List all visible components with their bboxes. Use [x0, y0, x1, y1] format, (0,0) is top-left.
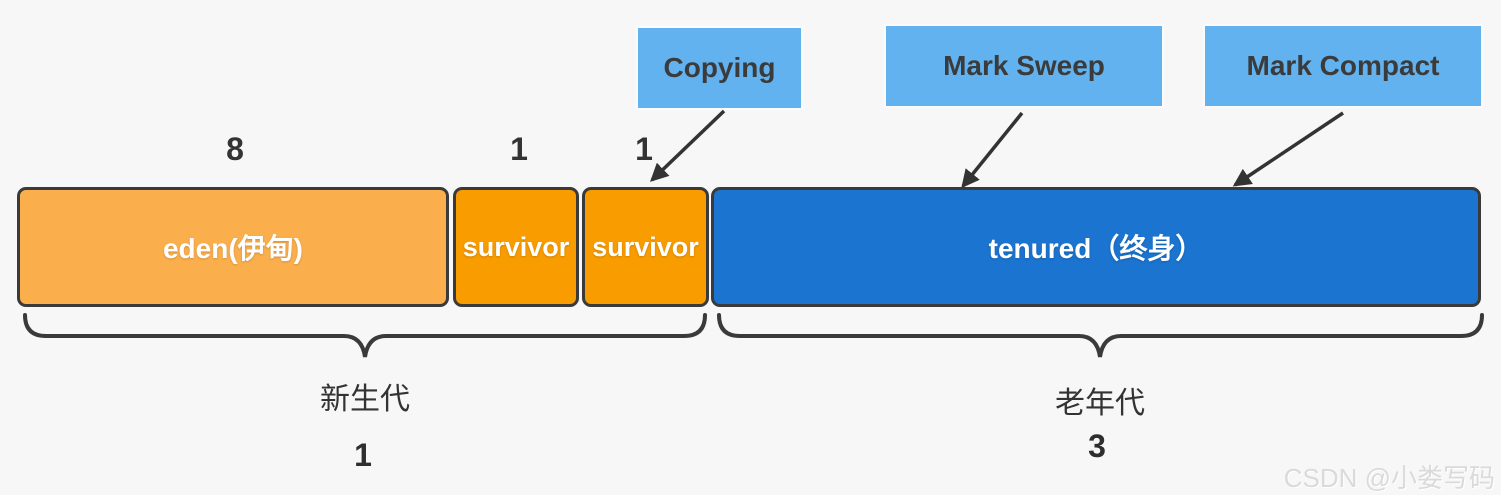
heap-region-tenured: tenured（终身）	[711, 187, 1481, 307]
mark-compact-arrow	[1232, 111, 1344, 187]
copying-arrow	[650, 109, 726, 182]
young-generation-ratio: 1	[354, 437, 372, 473]
csdn-watermark: CSDN @小娄写码	[1283, 463, 1495, 493]
algorithm-label-mark-sweep: Mark Sweep	[886, 26, 1162, 106]
algorithm-label-copying: Copying	[638, 28, 801, 108]
survivor-from-ratio-label: 1	[510, 131, 528, 167]
young-generation-label: 新生代	[320, 383, 410, 416]
heap-region-survivor-to: survivor	[582, 187, 709, 307]
heap-region-eden: eden(伊甸)	[17, 187, 449, 307]
eden-ratio-label: 8	[226, 131, 244, 167]
mark-sweep-arrow	[961, 111, 1024, 189]
young-generation-brace	[23, 313, 707, 358]
survivor-to-ratio-label: 1	[635, 131, 653, 167]
old-generation-brace	[717, 313, 1484, 358]
algorithm-label-mark-compact: Mark Compact	[1205, 26, 1481, 106]
heap-region-survivor-from: survivor	[453, 187, 579, 307]
old-generation-label: 老年代	[1055, 387, 1145, 420]
old-generation-ratio: 3	[1088, 428, 1106, 464]
